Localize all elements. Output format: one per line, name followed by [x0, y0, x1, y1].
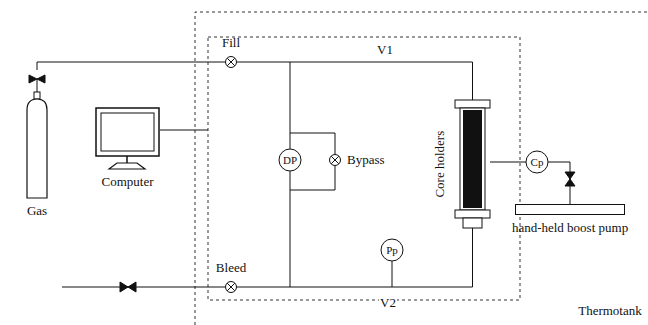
fill-valve-shape — [225, 56, 237, 68]
pipe-label: V1 — [376, 43, 394, 57]
node-label: Fill — [222, 36, 240, 50]
gas-cylinder-shape — [26, 70, 48, 198]
pp-line — [392, 261, 393, 287]
boost-pump: hand-held boost pump — [515, 204, 625, 215]
node-label: hand-held boost pump — [512, 221, 628, 235]
pipe-connector — [548, 162, 570, 204]
computer-monitor-shape — [95, 107, 160, 169]
node-label: Bleed — [216, 261, 246, 275]
region-label: Thermotank — [577, 304, 643, 318]
pipe-label: V2 — [379, 296, 397, 310]
panel-outline — [208, 37, 520, 300]
core-holder-shape — [455, 100, 490, 228]
node-label: Pp — [386, 244, 398, 256]
dp-line — [290, 62, 291, 287]
node-label: Gas — [27, 204, 47, 218]
bypass-valve-shape — [329, 154, 341, 166]
cp-gauge: Cp — [526, 151, 548, 173]
node-label: DP — [283, 154, 297, 166]
pipe-connector — [237, 228, 473, 287]
node-label: Computer — [102, 175, 154, 189]
bleed-valve-shape — [225, 281, 237, 293]
bypass-valve: Bypass — [329, 154, 341, 166]
outlet-valve — [120, 282, 136, 292]
computer-monitor: Computer — [95, 107, 160, 169]
gas-cylinder: Gas — [26, 70, 48, 198]
pp-gauge: Pp — [381, 239, 403, 261]
bleed-valve: Bleed — [225, 281, 237, 293]
dp-gauge: DP — [279, 149, 301, 171]
pipe-connector — [237, 62, 473, 100]
computer-link — [160, 130, 208, 131]
boost-pump-shape — [515, 204, 625, 215]
node-label: Bypass — [347, 153, 385, 167]
fill-valve: Fill — [225, 56, 237, 68]
core-holder: Core holders — [455, 100, 490, 228]
node-label: Cp — [531, 156, 544, 168]
pipe-connector — [37, 62, 225, 70]
thermotank-outline — [195, 12, 648, 325]
node-label: Core holders — [433, 131, 447, 198]
bleed-outlet — [62, 287, 225, 288]
pipe-connector — [490, 162, 526, 163]
